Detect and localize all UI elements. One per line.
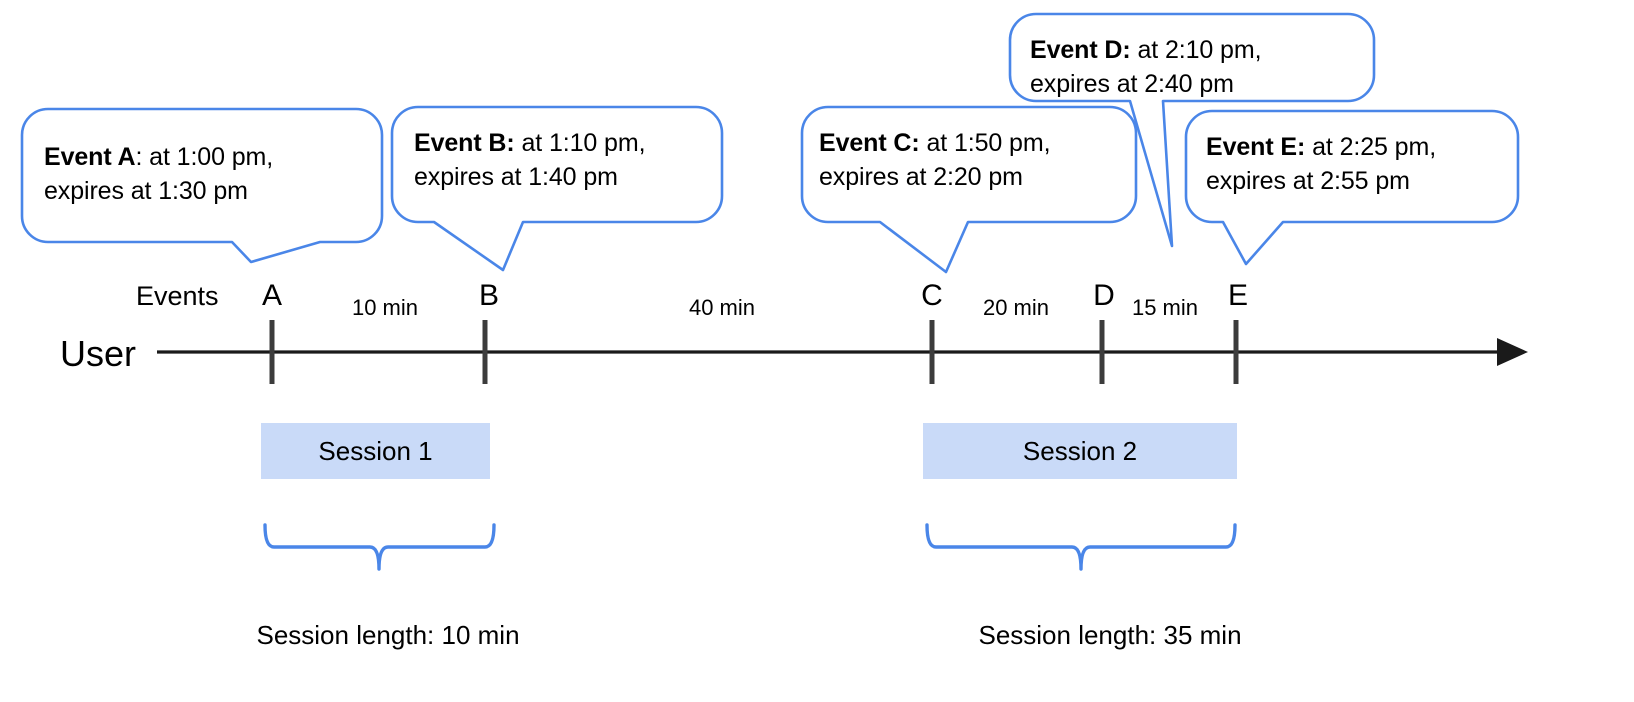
session-1-brace (263, 523, 496, 571)
callout-a-line2: expires at 1:30 pm (44, 177, 248, 205)
axis-events-label: Events (136, 281, 219, 311)
callout-a-bubble (20, 107, 384, 264)
tick-letter-c: C (921, 279, 943, 312)
session-1-label: Session 1 (318, 436, 433, 466)
session-1-box[interactable]: Session 1 (261, 423, 490, 479)
tick-letter-e: E (1227, 279, 1249, 312)
callout-e-bold: Event E: (1206, 133, 1306, 161)
callout-b-bubble (390, 105, 724, 272)
callout-a-line1-rest: : at 1:00 pm, (135, 143, 274, 171)
callout-c-line2: expires at 2:20 pm (819, 163, 1023, 191)
session-2-label: Session 2 (1022, 436, 1138, 466)
callout-c-text: Event C: at 1:50 pm, expires at 2:20 pm (819, 126, 1051, 194)
interval-label-a-b: 10 min (351, 295, 419, 320)
tick-letter-b: B (478, 279, 500, 312)
callout-a-bold: Event A (44, 143, 136, 171)
arrow-right-icon (1497, 338, 1528, 366)
interval-label-d-e: 15 min (1131, 295, 1199, 320)
callout-b-bold: Event B: (414, 129, 515, 157)
callout-c-line1-rest: at 1:50 pm, (919, 129, 1051, 157)
session-2-brace (925, 523, 1237, 571)
callout-e-line2: expires at 2:55 pm (1206, 167, 1410, 195)
callout-b-line2: expires at 1:40 pm (414, 163, 618, 191)
callout-d-bold: Event D: (1030, 36, 1131, 64)
session-1-length-caption: Session length: 10 min (256, 620, 520, 650)
callout-d-line1-rest: at 2:10 pm, (1130, 36, 1262, 64)
callout-e-text: Event E: at 2:25 pm, expires at 2:55 pm (1206, 130, 1436, 198)
interval-label-c-d: 20 min (982, 295, 1050, 320)
axis-user-label: User (60, 333, 137, 374)
callout-d-text: Event D: at 2:10 pm, expires at 2:40 pm (1030, 33, 1262, 101)
callout-e-bubble (1184, 109, 1520, 266)
callout-b-text: Event B: at 1:10 pm, expires at 1:40 pm (414, 126, 646, 194)
interval-label-b-c: 40 min (688, 295, 756, 320)
callout-b-line1-rest: at 1:10 pm, (514, 129, 646, 157)
tick-letter-d: D (1093, 279, 1115, 312)
callout-e-line1-rest: at 2:25 pm, (1305, 133, 1437, 161)
callout-d-line2: expires at 2:40 pm (1030, 70, 1234, 98)
session-2-box[interactable]: Session 2 (923, 423, 1237, 479)
tick-letter-a: A (261, 279, 283, 312)
session-2-length-caption: Session length: 35 min (978, 620, 1242, 650)
callout-c-bold: Event C: (819, 129, 920, 157)
callout-d-bubble (1008, 12, 1376, 248)
callout-a-text: Event A: at 1:00 pm, expires at 1:30 pm (44, 140, 273, 208)
callout-c-bubble (800, 105, 1138, 274)
